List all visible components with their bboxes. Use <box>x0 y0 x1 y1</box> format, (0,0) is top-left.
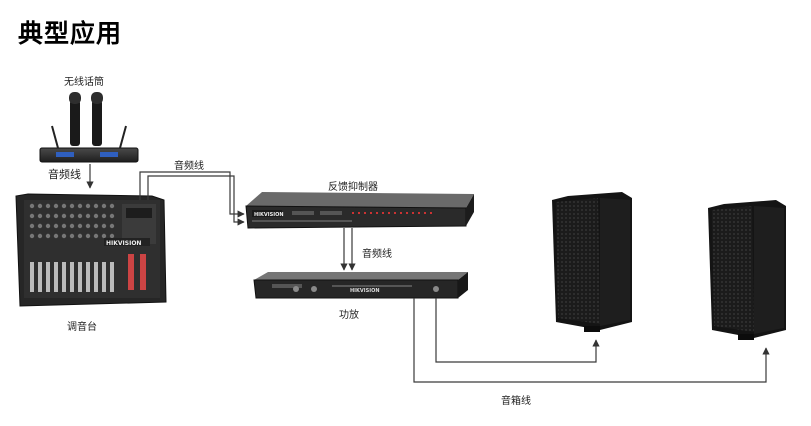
speaker-right <box>708 200 786 340</box>
mixer-label: 调音台 <box>67 322 97 333</box>
line-amp-to-left-speaker <box>435 298 600 363</box>
line-mixer-to-suppressor-2 <box>147 175 245 226</box>
amplifier-label: 功放 <box>339 310 359 321</box>
line-amp-to-right-speaker <box>413 298 770 383</box>
speaker-left <box>552 192 632 332</box>
cable-label-suppressor-to-amp: 音频线 <box>362 249 392 260</box>
feedback-suppressor-device: HIKVISION <box>245 192 474 229</box>
cable-label-amp-to-speakers: 音箱线 <box>501 396 531 407</box>
cable-label-mic-to-mixer: 音频线 <box>48 168 81 181</box>
page-title: 典型应用 <box>18 19 123 48</box>
amplifier-device: HIKVISION <box>253 272 468 299</box>
mixer-device: HIKVISION <box>15 193 167 307</box>
cable-label-mixer-to-suppressor: 音频线 <box>174 161 204 172</box>
line-mixer-to-suppressor-1 <box>139 171 245 218</box>
mixer-brand: HIKVISION <box>106 240 141 247</box>
feedback-suppressor-label: 反馈抑制器 <box>328 182 378 193</box>
suppressor-brand: HIKVISION <box>254 212 284 218</box>
wireless-mic-device <box>39 92 139 163</box>
wireless-mic-label: 无线话筒 <box>64 77 104 88</box>
amplifier-brand: HIKVISION <box>350 288 380 294</box>
